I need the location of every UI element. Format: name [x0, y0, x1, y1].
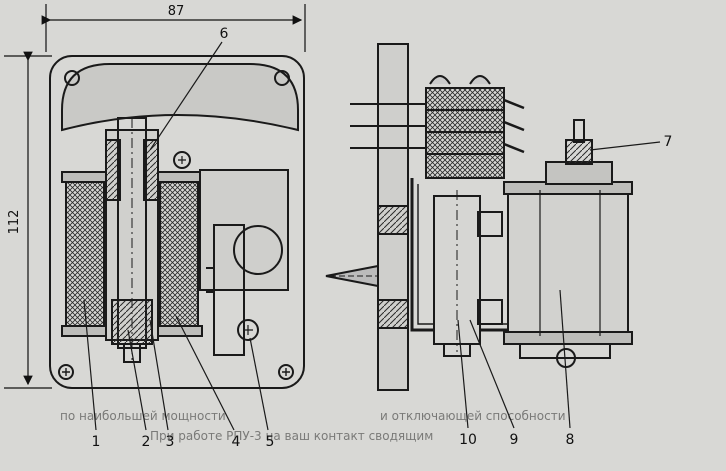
bg-text-line-2: по наибольшей мощности	[60, 409, 226, 423]
callout-9: 9	[510, 432, 519, 448]
bg-text-line-3: и отключающей способности	[380, 409, 566, 423]
mount-screw-bottom-left	[58, 364, 74, 380]
bg-text-line-1: При работе РПУ-3 на ваш контакт сводящим	[150, 429, 433, 443]
callout-3: 3	[166, 434, 175, 450]
callout-5: 5	[266, 434, 275, 450]
callout-2: 2	[142, 434, 151, 450]
adjusting-disc	[233, 225, 283, 275]
callout-8: 8	[566, 432, 575, 448]
width-dimension-label: 87	[168, 4, 185, 19]
mount-screw-top-left	[64, 70, 80, 86]
base-plate	[49, 55, 305, 389]
mount-screw-bottom-right	[278, 364, 294, 380]
leader-lines	[83, 41, 661, 431]
dimension-height	[4, 51, 52, 389]
callout-4: 4	[232, 434, 241, 450]
top-adjuster	[545, 161, 613, 185]
top-cap	[61, 63, 299, 132]
adjusting-screw	[237, 319, 259, 341]
height-dimension-label: 112	[7, 210, 22, 235]
coil-winding-right	[159, 179, 199, 329]
callout-7: 7	[664, 134, 673, 150]
callout-1: 1	[92, 434, 101, 450]
contact-plate	[213, 224, 245, 356]
callout-labels: 1 2 3 4 5 6 7 8 9 10	[92, 26, 673, 450]
background-page-text: При работе РПУ-3 на ваш контакт сводящим…	[60, 409, 566, 443]
mount-screw-top-right	[274, 70, 290, 86]
coil-winding-left	[65, 179, 105, 329]
callout-10: 10	[459, 432, 477, 448]
side-view	[325, 43, 633, 391]
coil-assembly	[507, 187, 629, 339]
core-plug	[111, 299, 153, 345]
callout-6: 6	[220, 26, 229, 42]
dimension-width	[41, 4, 306, 52]
front-view	[49, 55, 305, 389]
